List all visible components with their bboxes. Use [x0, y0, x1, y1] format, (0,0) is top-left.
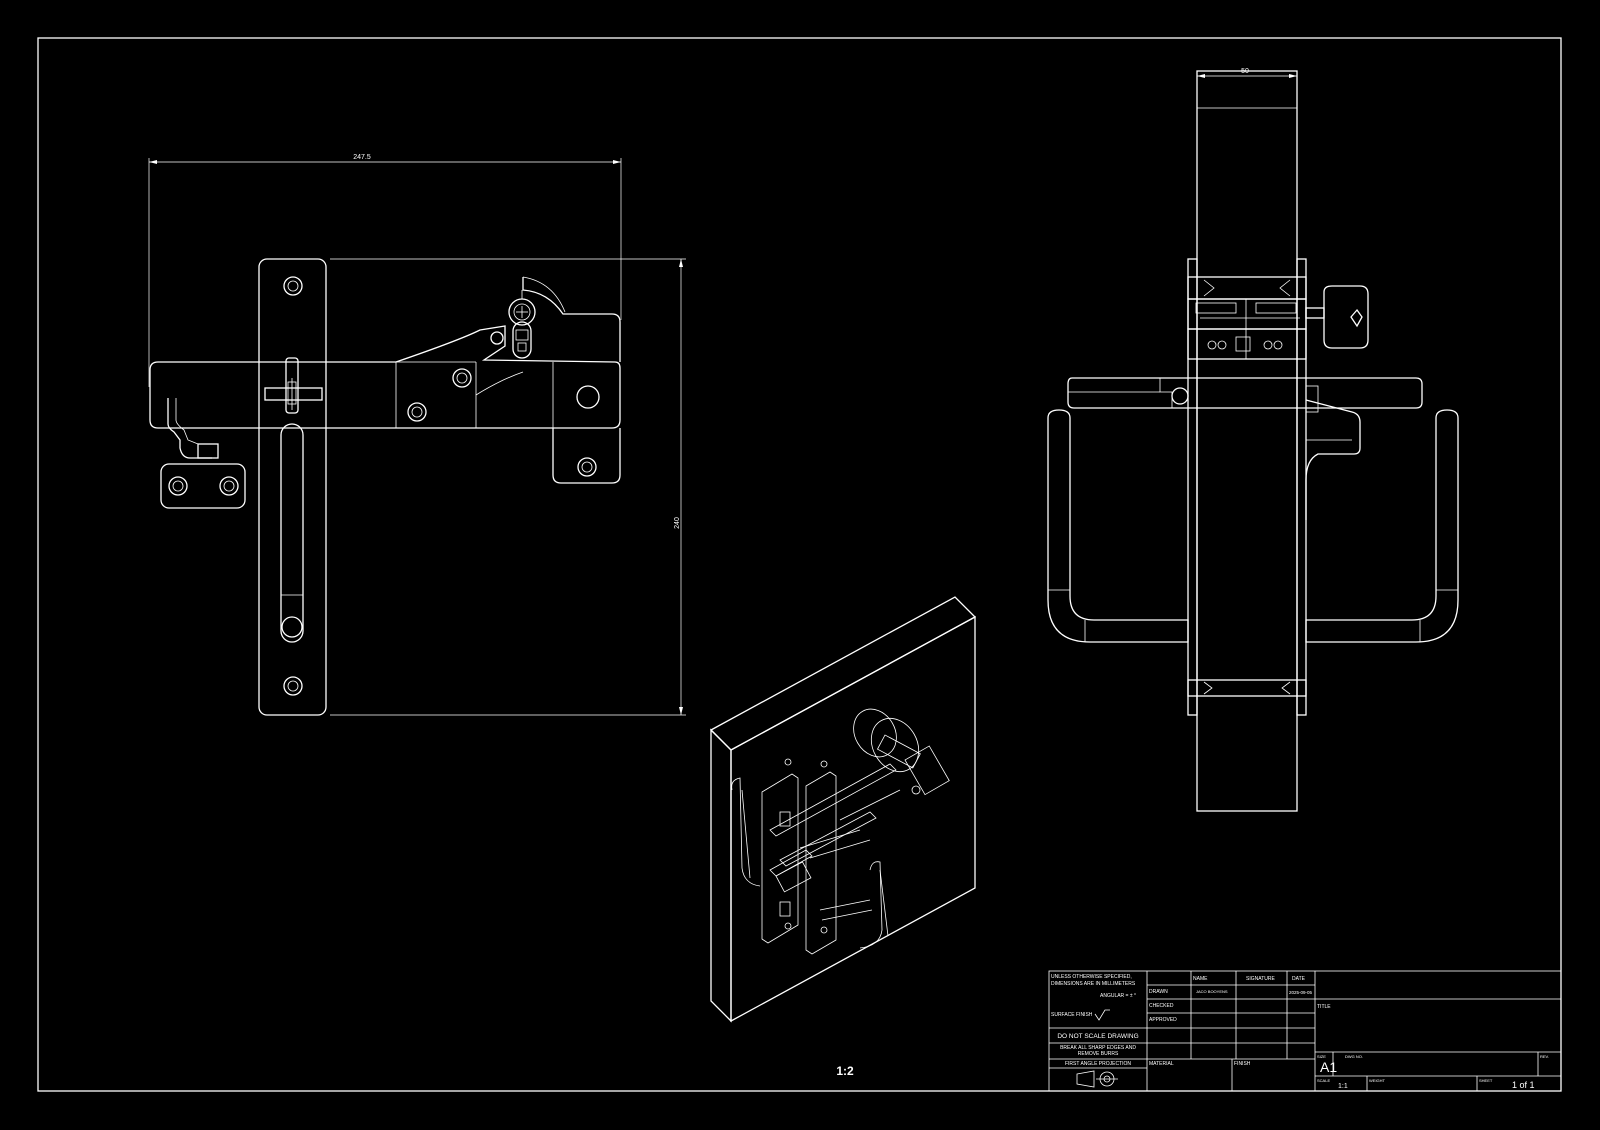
- note-surface-finish: SURFACE FINISH: [1051, 1012, 1093, 1018]
- note-do-not-scale: DO NOT SCALE DRAWING: [1057, 1033, 1138, 1040]
- finish-label: FINISH: [1234, 1061, 1251, 1067]
- scale-value: 1:1: [1338, 1083, 1348, 1090]
- front-view: 247.5 240: [148, 154, 686, 716]
- door-slab: [1196, 70, 1298, 812]
- isometric-view: 1:2: [709, 596, 977, 1078]
- latch-bar: [149, 325, 621, 429]
- width-dimension: 247.5: [148, 154, 622, 387]
- note-break-line2: REMOVE BURRS: [1078, 1051, 1119, 1057]
- note-angular: ANGULAR = ± °: [1100, 993, 1136, 999]
- height-dimension: 240: [330, 258, 686, 716]
- handle-left: [1047, 409, 1189, 643]
- note-break-line1: BREAK ALL SHARP EDGES AND: [1060, 1045, 1136, 1051]
- note-projection: FIRST ANGLE PROJECTION: [1065, 1061, 1131, 1067]
- note-unless-line2: DIMENSIONS ARE IN MILLIMETERS: [1051, 981, 1136, 987]
- height-dimension-value: 240: [674, 517, 681, 529]
- size-label: SIZE: [1317, 1054, 1326, 1059]
- dwg-no-label: DWG NO.: [1345, 1054, 1363, 1059]
- header-signature: SIGNATURE: [1246, 976, 1275, 982]
- title-block: UNLESS OTHERWISE SPECIFIED, DIMENSIONS A…: [1048, 970, 1562, 1092]
- sheet-border: [37, 37, 1562, 1092]
- key: [1305, 285, 1369, 349]
- drawn-name: JACO BOOYENS: [1196, 989, 1228, 994]
- title-label: TITLE: [1317, 1004, 1331, 1010]
- keeper-plate: [160, 463, 246, 509]
- header-name: NAME: [1193, 976, 1208, 982]
- handle-right: [1305, 409, 1459, 643]
- header-date: DATE: [1292, 976, 1306, 982]
- row-approved: APPROVED: [1149, 1017, 1177, 1023]
- drawn-date: 2025-09-05: [1289, 990, 1313, 995]
- thickness-dimension: 50: [1196, 68, 1298, 108]
- surface-finish-icon: [1094, 1009, 1110, 1021]
- side-latch-bar: [1067, 377, 1423, 409]
- row-checked: CHECKED: [1149, 1003, 1174, 1009]
- note-unless-line1: UNLESS OTHERWISE SPECIFIED,: [1051, 974, 1132, 980]
- isometric-scale: 1:2: [836, 1064, 854, 1078]
- side-view: 50: [1047, 68, 1459, 812]
- sheet-label: SHEET: [1479, 1078, 1493, 1083]
- width-dimension-value: 247.5: [353, 154, 371, 161]
- material-label: MATERIAL: [1149, 1061, 1174, 1067]
- faceplate: [258, 258, 327, 716]
- scale-label: SCALE: [1317, 1078, 1330, 1083]
- size-value: A1: [1320, 1059, 1337, 1075]
- row-drawn: DRAWN: [1149, 989, 1168, 995]
- sheet-value: 1 of 1: [1512, 1080, 1535, 1090]
- rev-label: REV.: [1540, 1054, 1549, 1059]
- weight-label: WEIGHT: [1369, 1078, 1386, 1083]
- cylinder-lock: [508, 290, 536, 359]
- first-angle-projection-icon: [1076, 1070, 1118, 1088]
